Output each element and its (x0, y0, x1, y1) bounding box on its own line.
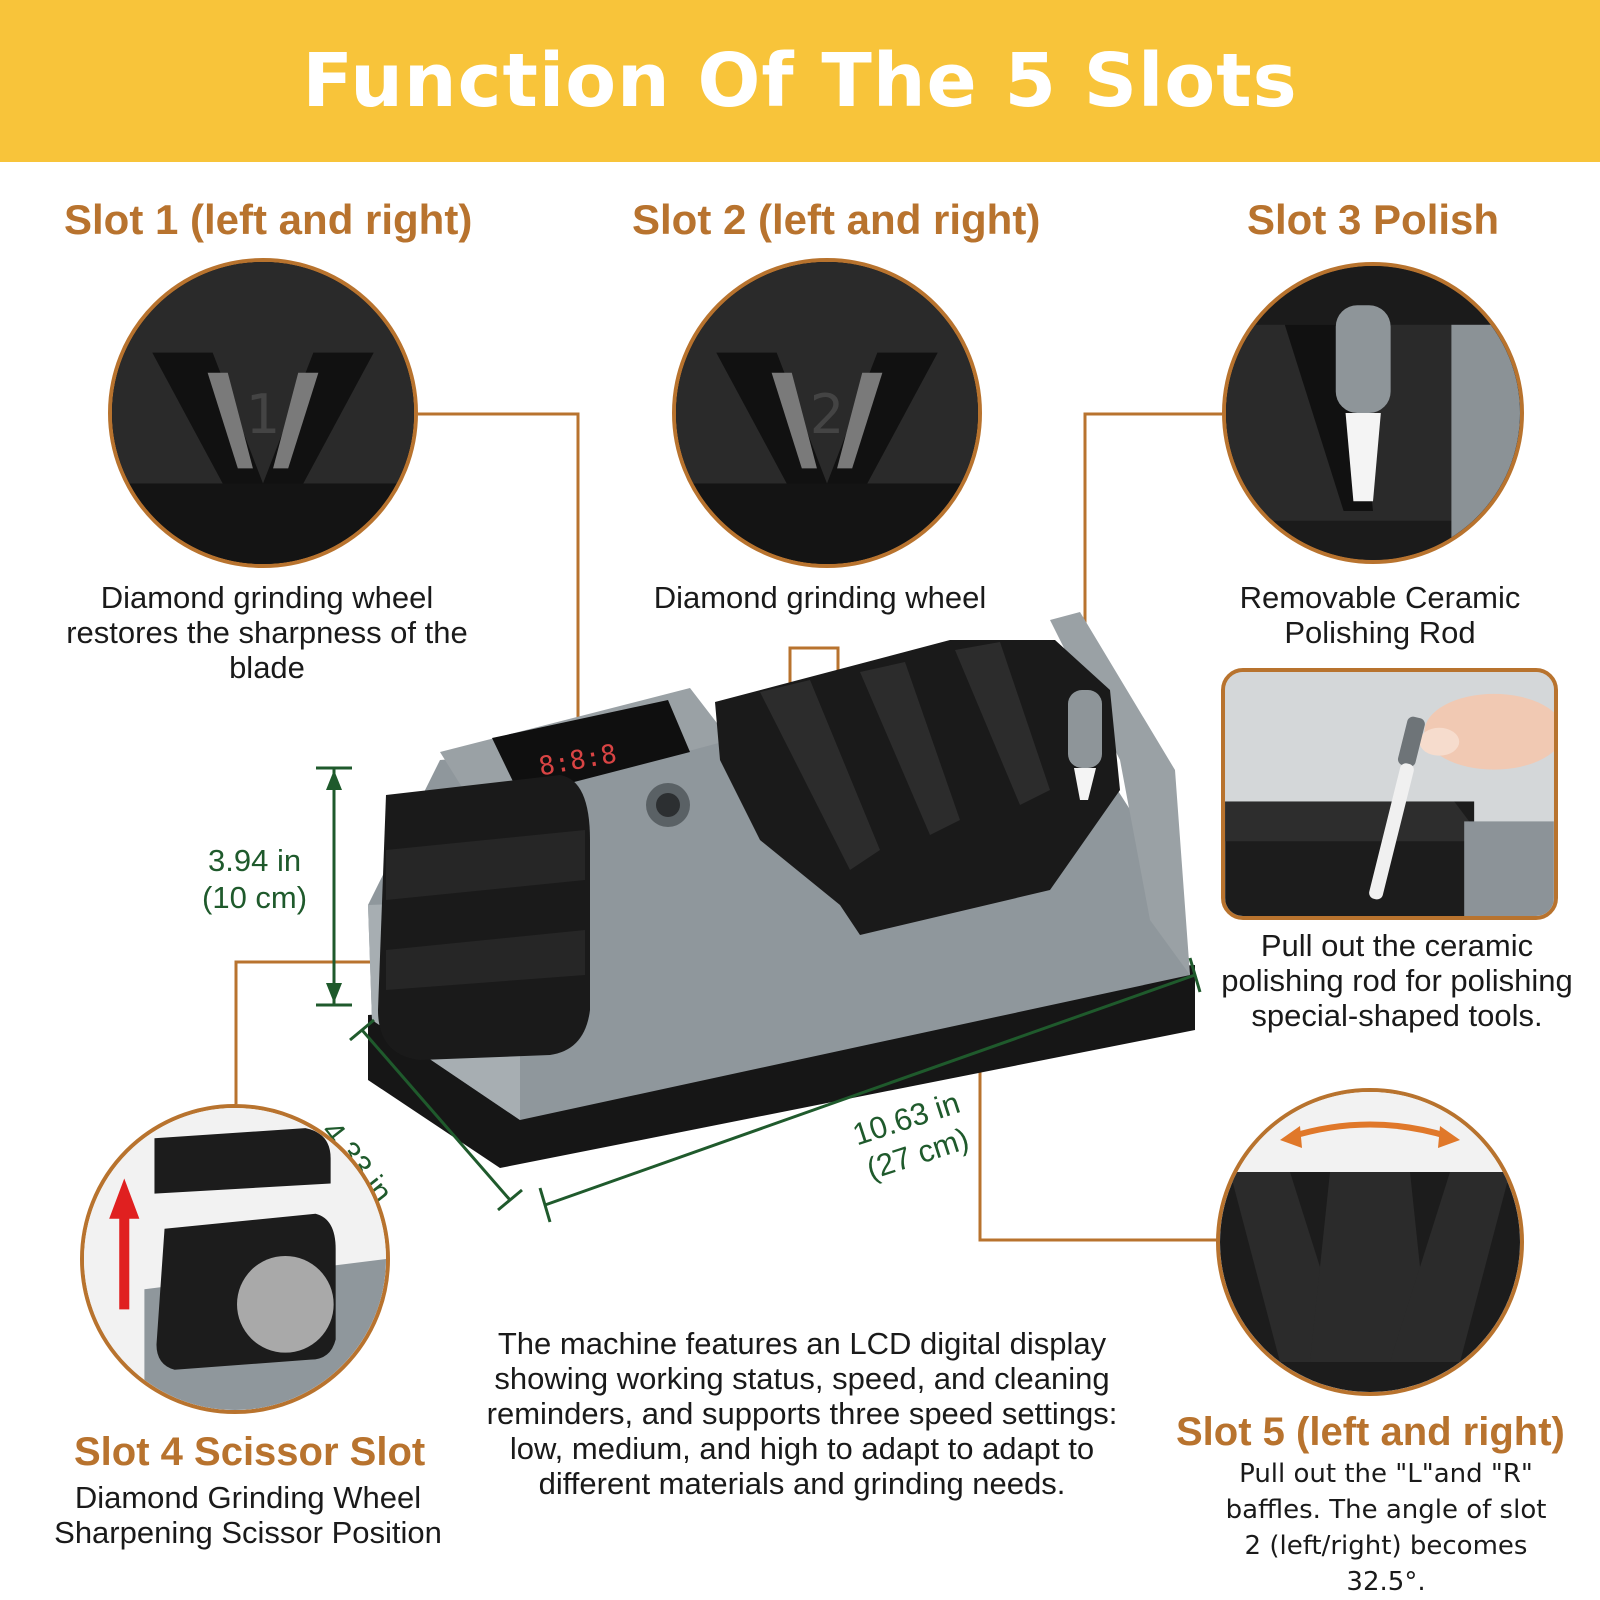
height-dimension-label: 3.94 in (10 cm) (202, 842, 307, 916)
slot2-closeup-image: 2 (672, 258, 982, 568)
slot2-title: Slot 2 (left and right) (632, 196, 1041, 243)
page-title: Function Of The 5 Slots (302, 38, 1298, 124)
slot3-title: Slot 3 Polish (1247, 196, 1500, 243)
height-dimension-text: 3.94 in (10 cm) (202, 843, 308, 915)
slot5-description: Pull out the "L"and "R" baffles. The ang… (1225, 1459, 1547, 1597)
slot4-closeup-image (80, 1104, 390, 1414)
machine-description: The machine features an LCD digital disp… (486, 1326, 1118, 1501)
slot5-closeup-image (1216, 1088, 1524, 1396)
dimension-lines (316, 766, 1202, 1223)
slot2-description: Diamond grinding wheel (653, 580, 987, 615)
slot3-inset-description: Pull out the ceramic polishing rod for p… (1221, 928, 1573, 1033)
slot5-title: Slot 5 (left and right) (1176, 1410, 1565, 1454)
slot4-description: Diamond Grinding Wheel Sharpening Scisso… (54, 1480, 442, 1550)
polishing-rod-inset-image (1221, 668, 1558, 920)
header-banner: Function Of The 5 Slots (0, 0, 1600, 162)
slot1-number: 1 (246, 383, 281, 446)
slot3-description: Removable Ceramic Polishing Rod (1239, 580, 1521, 650)
slot2-number: 2 (810, 383, 845, 446)
slot1-title: Slot 1 (left and right) (64, 196, 473, 243)
slot4-title: Slot 4 Scissor Slot (74, 1430, 426, 1474)
slot1-description: Diamond grinding wheel restores the shar… (66, 580, 468, 685)
slot3-closeup-image (1222, 262, 1524, 564)
